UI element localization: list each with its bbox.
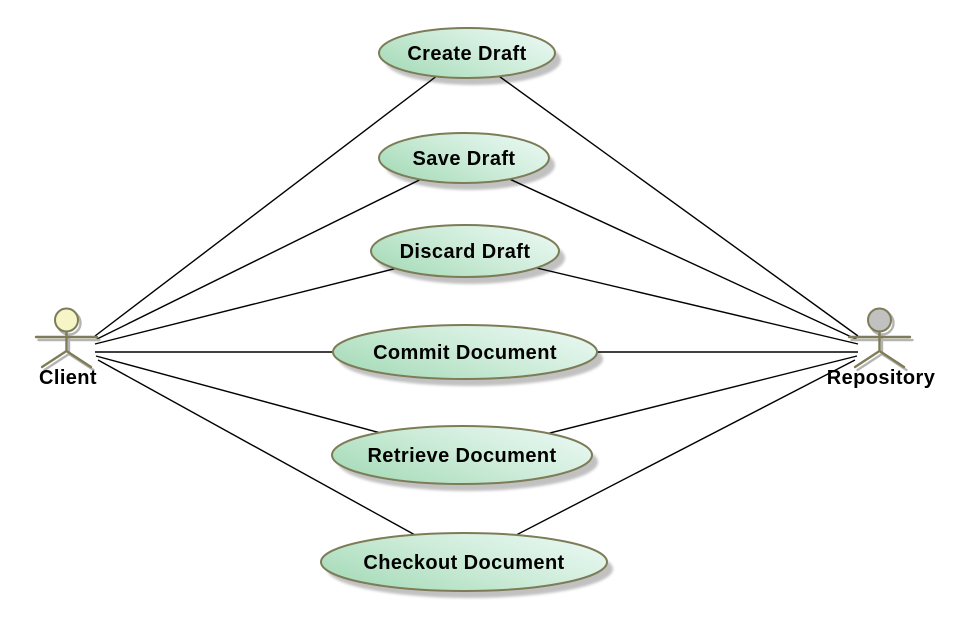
repository-stick-figure-icon [847,330,912,369]
actor-repository[interactable]: Repository [827,307,936,390]
usecase-label: Create Draft [407,43,526,65]
usecase-create-draft: Create Draft [378,27,556,79]
usecase-ellipse-discard-draft[interactable] [370,224,560,278]
client-stick-figure-icon [34,330,99,369]
usecase-retrieve-document: Retrieve Document [331,425,593,485]
usecase-discard-draft: Discard Draft [370,224,560,278]
actor-client[interactable]: Client [34,307,101,390]
actor-label-client: Client [39,367,97,389]
association-repository-create-draft[interactable] [466,52,859,337]
usecase-label: Checkout Document [363,552,564,574]
usecase-ellipse-create-draft[interactable] [378,27,556,79]
usecase-ellipse-commit-document[interactable] [332,324,598,380]
usecase-shadows [327,35,613,598]
repository-head-icon [867,307,892,333]
usecase-ellipse-save-draft[interactable] [378,132,550,184]
client-head-icon [54,307,79,333]
usecase-label: Save Draft [413,148,516,170]
association-client-create-draft[interactable] [94,52,468,337]
usecase-save-draft: Save Draft [378,132,550,184]
association-repository-save-draft[interactable] [463,157,859,341]
usecase-commit-document: Commit Document [332,324,598,380]
usecase-ellipse-checkout-document[interactable] [320,532,608,592]
association-client-save-draft[interactable] [94,157,465,341]
usecase-checkout-document: Checkout Document [320,532,608,592]
usecase-label: Retrieve Document [367,445,556,467]
usecase-label: Commit Document [373,342,557,364]
usecase-ellipse-retrieve-document[interactable] [331,425,593,485]
usecase-label: Discard Draft [400,241,531,263]
association-repository-checkout-document[interactable] [463,359,856,563]
actor-label-repository: Repository [827,367,936,389]
association-client-checkout-document[interactable] [97,359,465,563]
